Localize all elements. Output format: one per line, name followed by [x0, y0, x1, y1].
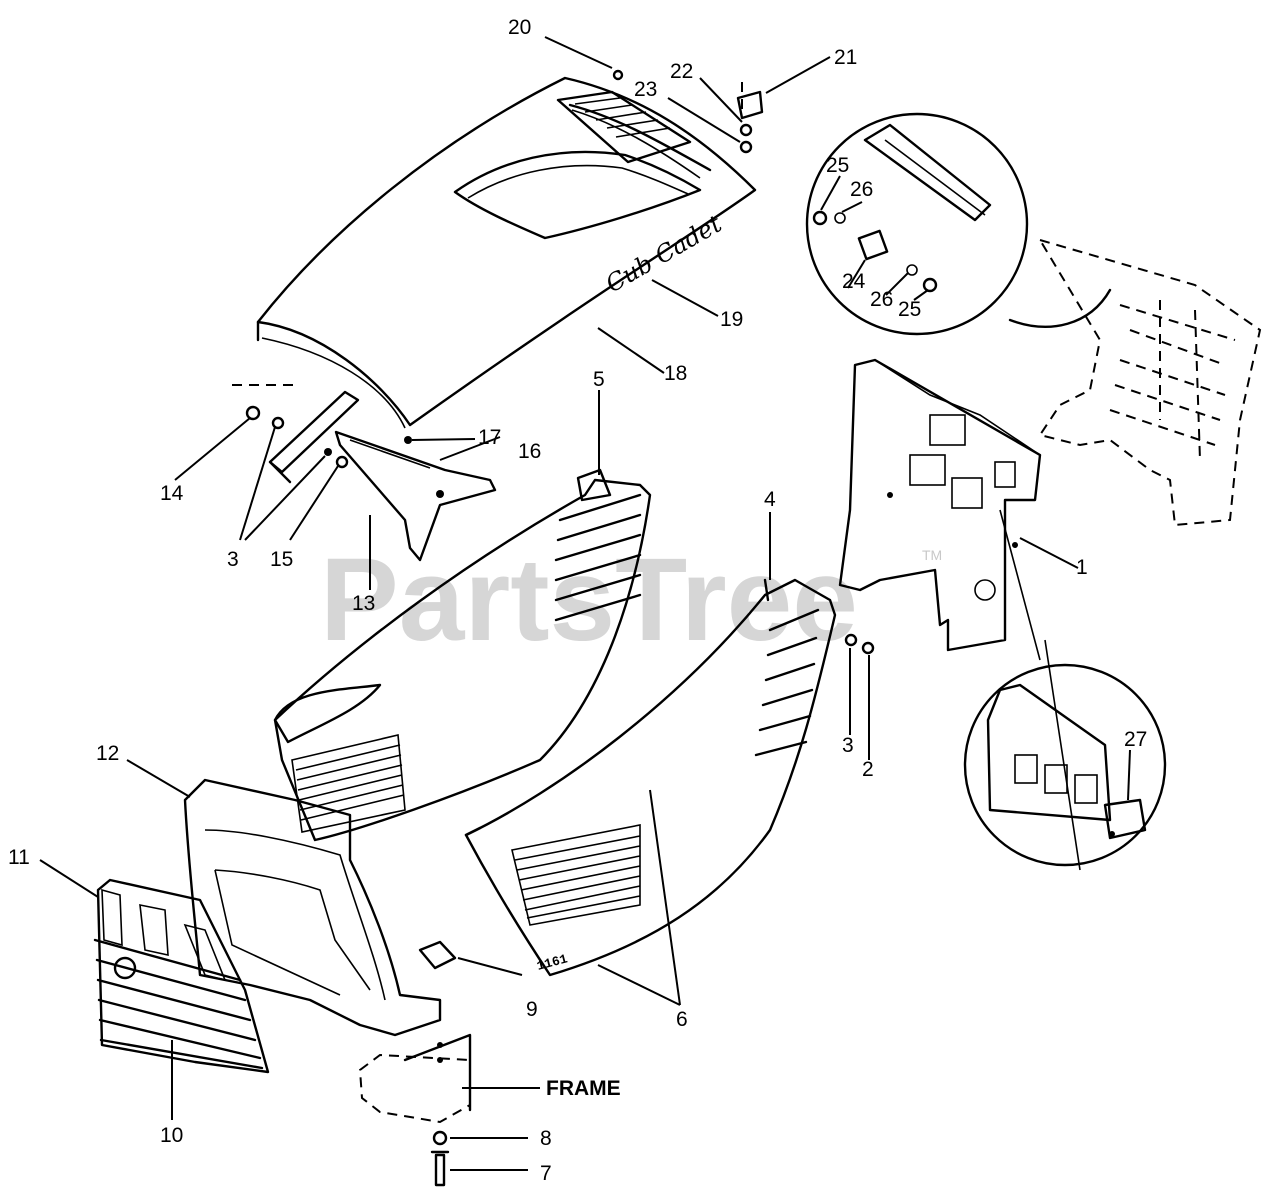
right-panel-vent — [511, 824, 641, 926]
callout-5: 5 — [593, 368, 605, 391]
callout-12: 12 — [96, 742, 119, 765]
callout-21: 21 — [834, 46, 857, 69]
grille — [93, 878, 270, 1074]
callout-20: 20 — [508, 16, 531, 39]
hood-brackets — [268, 390, 497, 562]
callout-9: 9 — [526, 998, 538, 1021]
callout-8: 8 — [540, 1127, 552, 1150]
callout-27: 27 — [1124, 728, 1147, 751]
callout-25b: 25 — [898, 298, 921, 321]
callout-3b: 3 — [842, 734, 854, 757]
callout-18: 18 — [664, 362, 687, 385]
frame — [358, 940, 472, 1124]
frame-label: FRAME — [546, 1077, 621, 1100]
callout-19: 19 — [720, 308, 743, 331]
callout-14: 14 — [160, 482, 184, 505]
hood-brand-logo: Cub Cadet — [601, 209, 727, 298]
callout-26a: 26 — [850, 178, 873, 201]
rear-panel-dashed — [1037, 238, 1262, 527]
callout-26b: 26 — [870, 288, 893, 311]
detail-circle-top — [805, 112, 1112, 336]
left-side-panel — [273, 468, 652, 842]
left-panel-vent — [291, 734, 406, 833]
callout-11: 11 — [8, 846, 30, 869]
callout-2: 2 — [862, 758, 874, 781]
detail-circle-bottom — [963, 509, 1167, 871]
callout-22: 22 — [670, 60, 693, 83]
callout-3a: 3 — [227, 548, 239, 571]
front-bezel — [183, 778, 442, 1037]
callouts: 20 21 22 23 25 26 24 26 25 19 18 5 17 16… — [8, 16, 1147, 1185]
watermark-text: PartsTree — [320, 534, 858, 666]
dash-panel — [838, 358, 1042, 652]
callout-7: 7 — [540, 1162, 552, 1185]
callout-15: 15 — [270, 548, 293, 571]
callout-25a: 25 — [826, 154, 849, 177]
watermark-trademark: TM — [922, 547, 942, 563]
callout-13: 13 — [352, 592, 375, 615]
leader-lines — [39, 36, 1131, 1171]
callout-17: 17 — [478, 426, 501, 449]
callout-1: 1 — [1076, 556, 1088, 579]
callout-4: 4 — [764, 488, 776, 511]
callout-6: 6 — [676, 1008, 688, 1031]
callout-24: 24 — [842, 270, 866, 293]
hardware — [245, 69, 875, 1187]
callout-23: 23 — [634, 78, 657, 101]
callout-10: 10 — [160, 1124, 183, 1147]
callout-16: 16 — [518, 440, 541, 463]
